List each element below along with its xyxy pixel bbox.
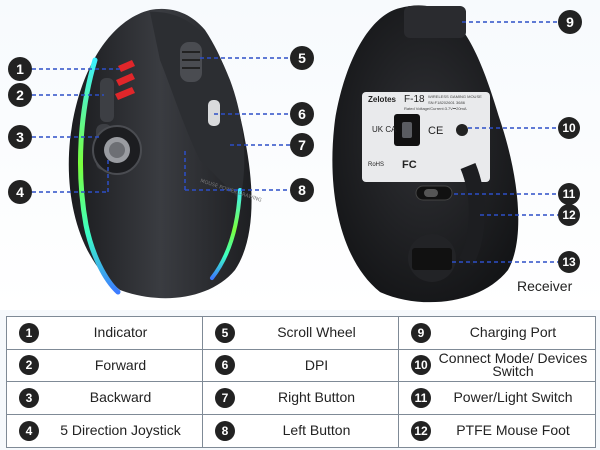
- brand-label: Zelotes: [368, 95, 397, 104]
- legend-label: PTFE Mouse Foot: [456, 422, 570, 439]
- legend-number: 3: [19, 387, 39, 408]
- legend-label: 5 Direction Joystick: [60, 422, 181, 439]
- legend-label: Power/Light Switch: [453, 389, 573, 406]
- leader-lines-right: [452, 21, 558, 263]
- legend-number: 2: [19, 355, 39, 376]
- dpi-button-shape: [208, 100, 220, 126]
- legend-number: 7: [215, 387, 235, 408]
- ce-mark: CE: [428, 125, 443, 137]
- indicator-leds: [115, 60, 135, 100]
- label-line1: WIRELESS GAMING MOUSE: [428, 94, 482, 99]
- forward-button-shape: [100, 78, 114, 122]
- legend-number: 11: [411, 387, 431, 408]
- connect-mode-button-shape: [456, 124, 468, 136]
- legend-cell: 11 Power/Light Switch: [399, 382, 595, 415]
- legend-number: 10: [411, 355, 431, 376]
- callout-badge-8: 8: [290, 178, 314, 202]
- receiver-caption: Receiver: [517, 278, 573, 294]
- device-label-sticker: [362, 92, 490, 182]
- callout-badge-9: 9: [558, 10, 582, 34]
- model-label: F-18: [404, 94, 425, 105]
- callout-badge-12: 12: [558, 204, 580, 226]
- callout-badge-4: 4: [8, 180, 32, 204]
- callout-badge-6: 6: [290, 102, 314, 126]
- legend-cell: 1 Indicator: [7, 317, 203, 350]
- legend-label: Charging Port: [469, 324, 557, 341]
- legend-cell: 12 PTFE Mouse Foot: [399, 415, 595, 448]
- receiver-dongle: [412, 248, 452, 270]
- legend-label: DPI: [304, 356, 329, 373]
- legend-label: Backward: [89, 389, 152, 406]
- legend-label: Scroll Wheel: [277, 324, 356, 341]
- legend-label: Forward: [94, 356, 147, 373]
- legend-number: 8: [215, 420, 235, 441]
- mouse-side-view: MOUSE POWER DRAWING: [68, 8, 262, 299]
- scroll-wheel-shape: [180, 42, 202, 82]
- legend-label: Left Button: [282, 422, 351, 439]
- legend-cell: 8 Left Button: [203, 414, 399, 447]
- callout-badge-5: 5: [290, 46, 314, 70]
- charging-port-shape: [404, 6, 466, 38]
- legend-label: Connect Mode/ Devices Switch: [438, 350, 588, 380]
- legend-number: 12: [411, 420, 431, 441]
- legend-cell: 7 Right Button: [203, 382, 399, 415]
- callout-badge-10: 10: [558, 117, 580, 139]
- rohs-mark: RoHS: [368, 162, 384, 168]
- legend-label: Indicator: [93, 324, 148, 341]
- ptfe-foot-shape: [458, 162, 485, 266]
- callout-badge-2: 2: [8, 83, 32, 107]
- legend-cell: 5 Scroll Wheel: [203, 317, 399, 350]
- legend-number: 4: [19, 420, 39, 441]
- mouse-bottom-view: Zelotes F-18 WIRELESS GAMING MOUSE SN:F1…: [332, 5, 519, 303]
- legend-number: 6: [215, 355, 235, 376]
- legend-label: Right Button: [277, 389, 356, 406]
- legend-cell: 2 Forward: [7, 349, 203, 382]
- legend-cell: 4 5 Direction Joystick: [7, 414, 203, 447]
- callout-badge-7: 7: [290, 133, 314, 157]
- legend-number: 1: [19, 322, 39, 343]
- leader-lines-left: [32, 57, 290, 193]
- legend-cell: 10 Connect Mode/ Devices Switch: [399, 350, 595, 382]
- legend-number: 5: [215, 322, 235, 343]
- product-photo-area: MOUSE POWER DRAWING Zelotes F-18: [0, 0, 600, 310]
- legend-number: 9: [411, 322, 431, 343]
- legend-cell: 3 Backward: [7, 382, 203, 415]
- mouse-illustration: MOUSE POWER DRAWING Zelotes F-18: [32, 5, 558, 303]
- callout-badge-11: 11: [558, 183, 580, 205]
- legend-cell: 9 Charging Port: [399, 317, 595, 350]
- fc-mark: FC: [402, 159, 417, 171]
- ukca-mark: UK CA: [372, 125, 397, 134]
- label-line3: Rated Voltage/Current:3.7V⎓20mA: [404, 106, 467, 111]
- callout-badge-1: 1: [8, 57, 32, 81]
- legend-cell: 6 DPI: [203, 349, 399, 382]
- callout-badge-13: 13: [558, 251, 580, 273]
- label-line2: SN:F18202601 3686: [428, 100, 466, 105]
- callout-badge-3: 3: [8, 125, 32, 149]
